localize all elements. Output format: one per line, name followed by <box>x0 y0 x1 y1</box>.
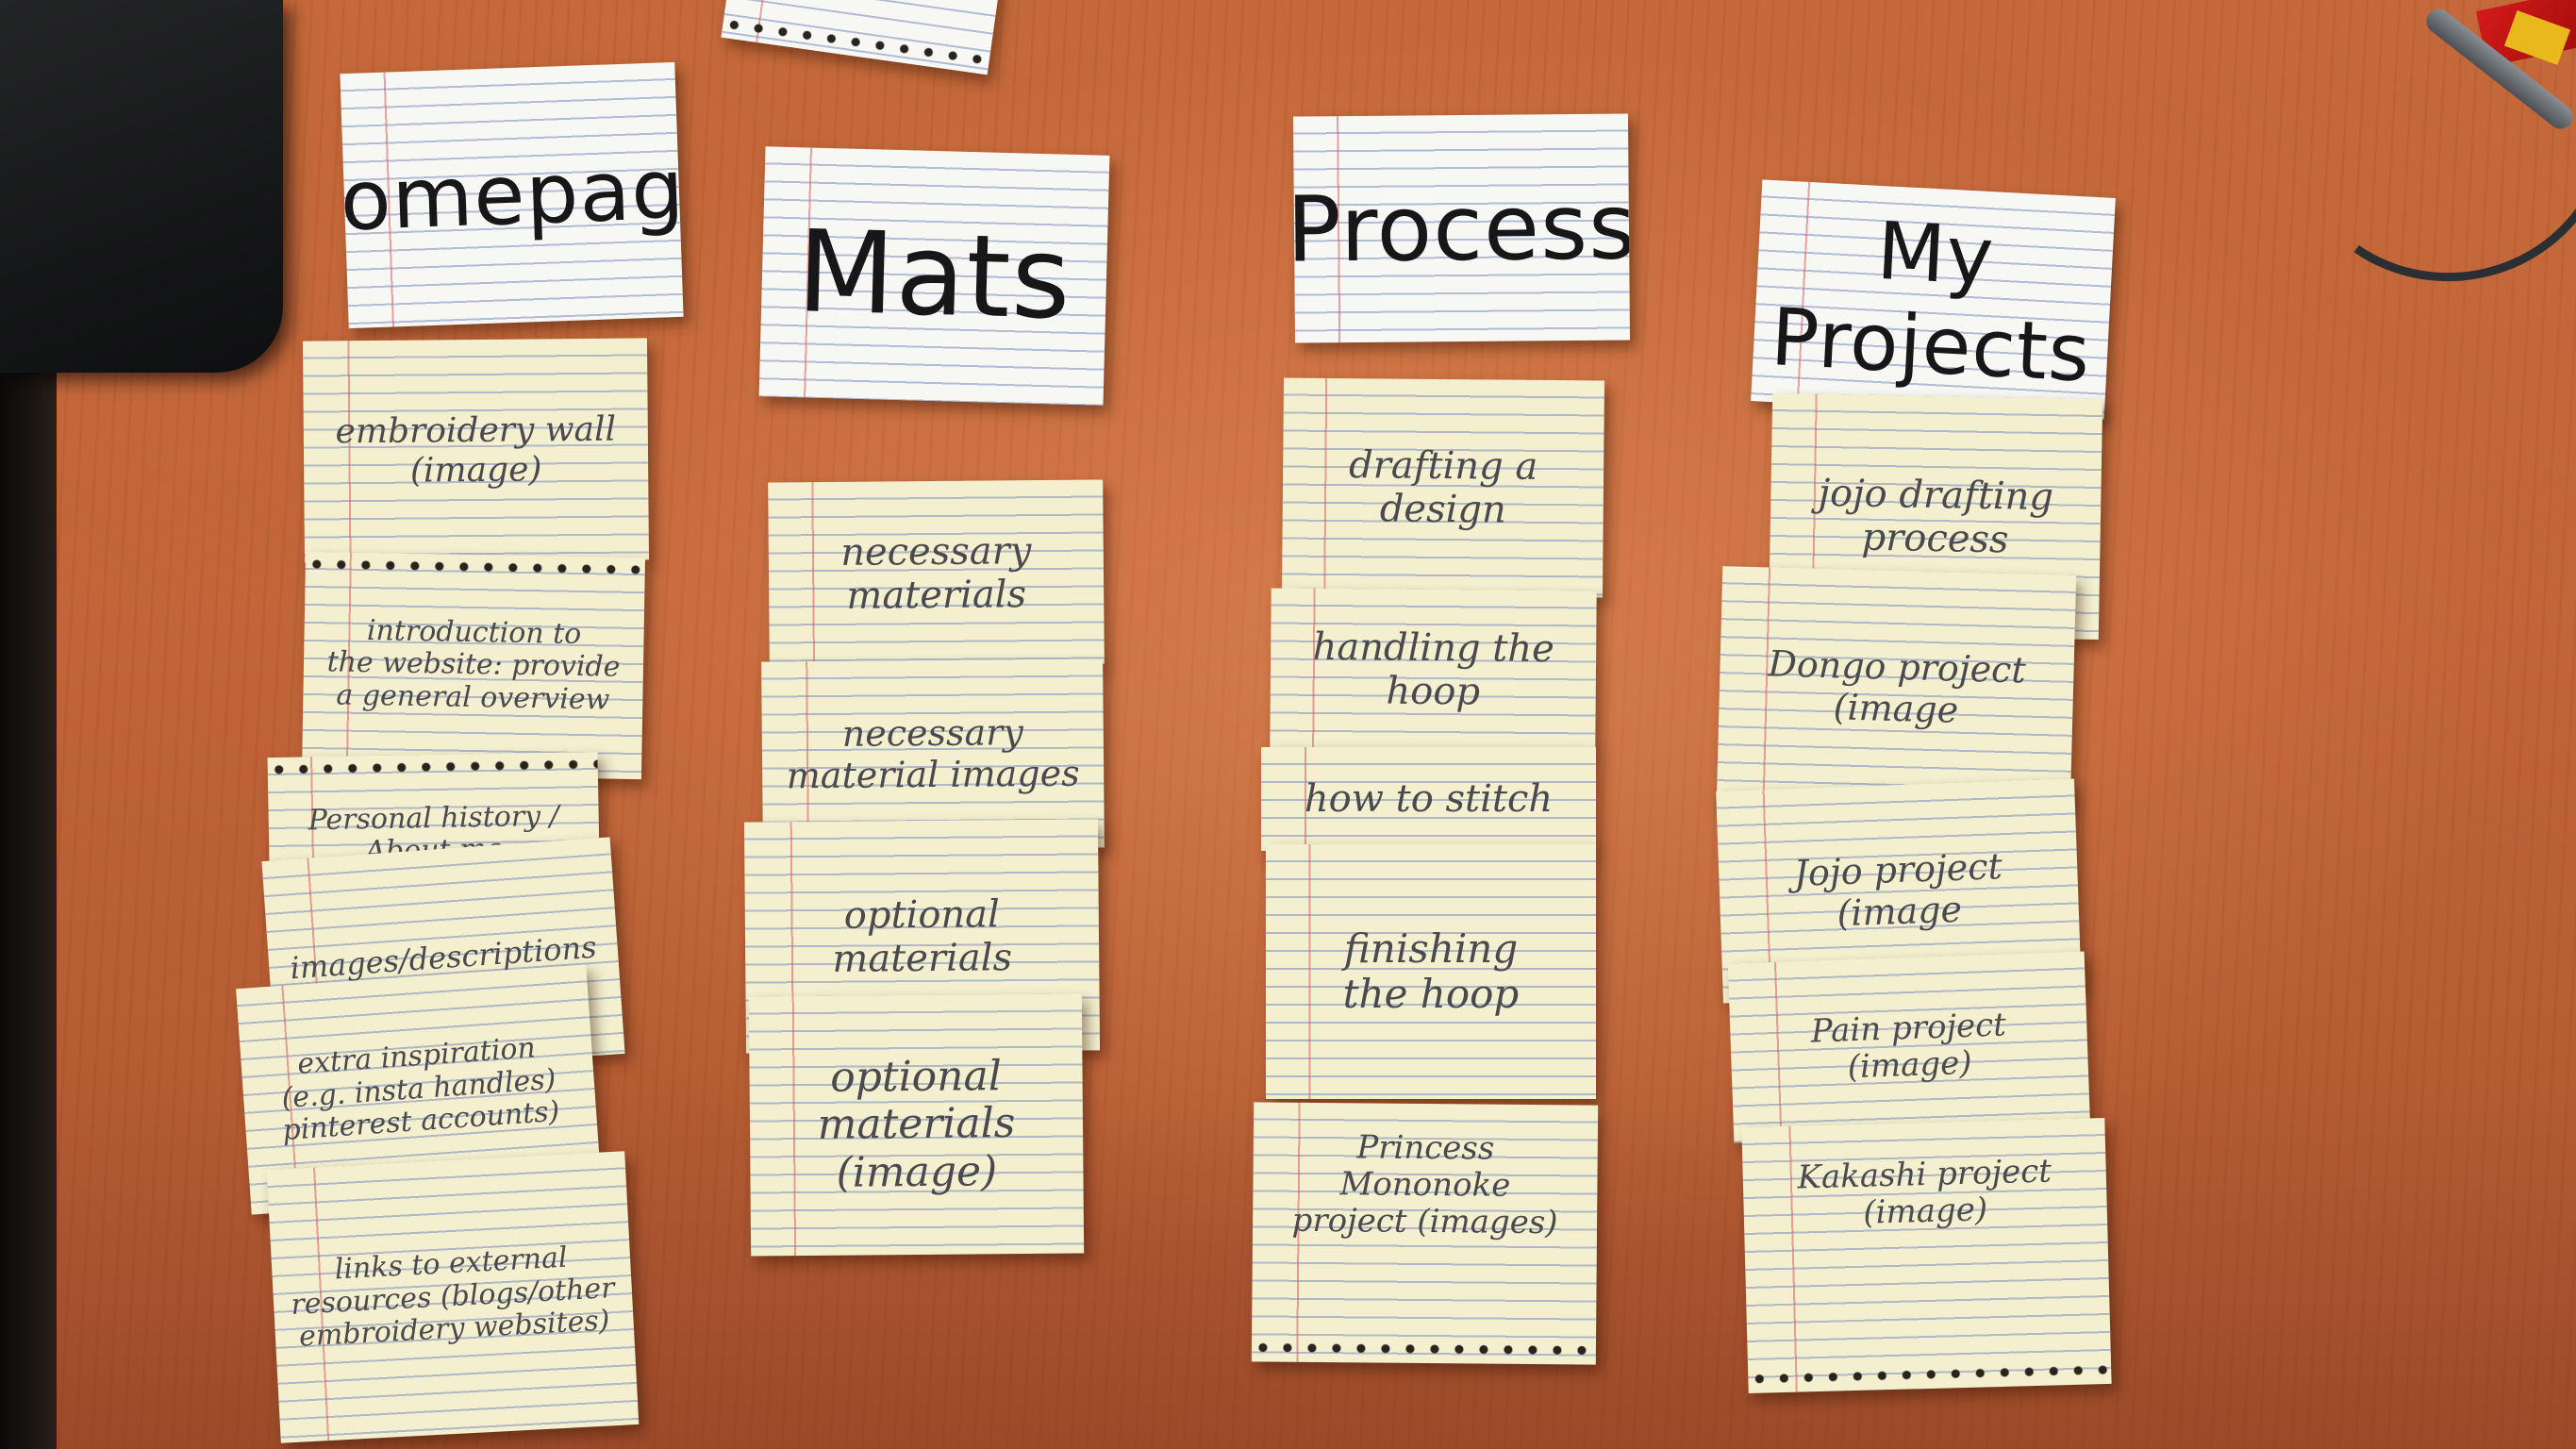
card-text: handling the hoop <box>1312 625 1554 714</box>
dark-object <box>0 0 283 373</box>
heading-label: Process <box>1292 174 1631 283</box>
heading-label: homepage <box>340 139 684 252</box>
heading-label: Mats <box>795 206 1073 345</box>
card-text: Kakashi project (image) <box>1797 1152 2052 1232</box>
card-text: necessary material images <box>786 711 1080 797</box>
card-projects-5: Kakashi project (image) <box>1741 1118 2112 1393</box>
card-homepage-6: links to external resources (blogs/other… <box>266 1151 640 1443</box>
heading-card-homepage: homepage <box>340 61 684 329</box>
card-text: necessary materials <box>840 528 1032 618</box>
card-mats-4: optional materials (image) <box>748 993 1085 1257</box>
card-text: extra inspiration (e.g. insta handles) p… <box>280 1031 561 1148</box>
card-text: introduction to the website: provide a g… <box>326 613 621 717</box>
card-projects-2: Dongo project (image <box>1716 566 2077 811</box>
card-text: links to external resources (blogs/other… <box>290 1241 616 1354</box>
card-text: embroidery wall (image) <box>335 409 617 491</box>
card-process-4: finishing the hoop <box>1266 844 1596 1099</box>
card-text: optional materials (image) <box>817 1051 1016 1197</box>
card-process-2: handling the hoop <box>1270 588 1597 752</box>
card-mats-1: necessary materials <box>768 479 1105 667</box>
card-homepage-2: introduction to the website: provide a g… <box>301 551 646 780</box>
card-text: Pain project (image) <box>1810 1006 2007 1087</box>
card-text: drafting a design <box>1348 443 1538 532</box>
card-text: jojo drafting process <box>1818 471 2054 561</box>
card-text: Princess Mononoke project (images) <box>1291 1128 1558 1242</box>
card-text: Dongo project (image <box>1767 642 2027 731</box>
card-text: Jojo project (image <box>1792 844 2003 934</box>
heading-card-process: Process <box>1292 113 1631 343</box>
card-projects-4: Pain project (image) <box>1727 951 2091 1143</box>
card-process-5: Princess Mononoke project (images) <box>1251 1102 1599 1365</box>
heading-label: My Projects <box>1769 204 2093 400</box>
card-text: how to stitch <box>1304 777 1554 821</box>
heading-card-my-projects: My Projects <box>1751 179 2116 420</box>
card-text: optional materials <box>832 891 1013 981</box>
card-text: finishing the hoop <box>1342 924 1520 1017</box>
card-process-3: how to stitch <box>1261 747 1596 851</box>
heading-card-mats: Mats <box>758 146 1110 406</box>
card-homepage-1: embroidery wall (image) <box>302 338 650 563</box>
card-process-1: drafting a design <box>1282 377 1604 598</box>
